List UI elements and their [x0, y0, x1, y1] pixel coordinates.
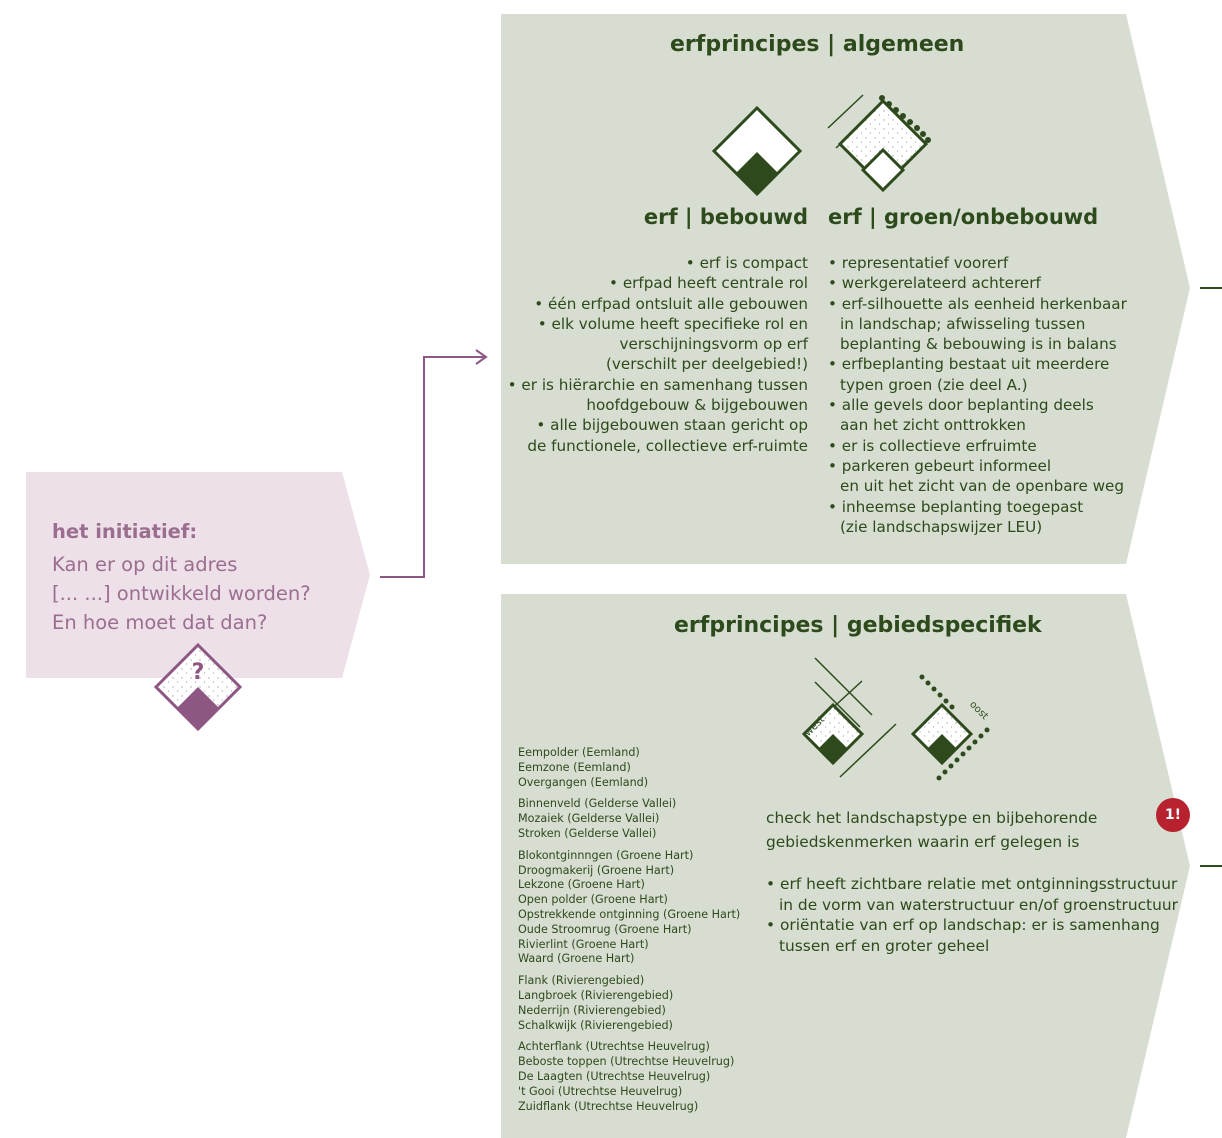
initiative-question: Kan er op dit adres [... ...] ontwikkeld … [52, 550, 311, 637]
check-instruction: check het landschapstype en bijbehorende… [766, 806, 1097, 854]
panel-specific-shape [501, 594, 1190, 1138]
bullet-line: verschijningsvorm op erf [619, 335, 808, 354]
landscape-type: Eemzone (Eemland) [518, 760, 631, 774]
bullet-item: • werkgerelateerd achtererf [828, 274, 1041, 293]
initiative-diamond-icon: ? [153, 642, 243, 732]
gebiedspecifiek-list: • erf heeft zichtbare relatie met ontgin… [766, 874, 1178, 956]
landscape-type: Lekzone (Groene Hart) [518, 878, 645, 892]
bullet-item: • representatief voorerf [828, 254, 1009, 272]
bullet-item: • erf heeft zichtbare relatie met ontgin… [766, 875, 1178, 914]
landscape-type: Stroken (Gelderse Vallei) [518, 826, 657, 840]
erf-bebouwd-icon [711, 105, 803, 197]
bullet-line: • er is hiërarchie en samenhang tussen [507, 375, 808, 394]
landscape-type: Zuidflank (Utrechtse Heuvelrug) [518, 1099, 699, 1113]
landscape-type: 't Gooi (Utrechtse Heuvelrug) [518, 1084, 683, 1098]
bullet-line: • alle bijgebouwen staan gericht op [536, 416, 808, 435]
landscape-type: Binnenveld (Gelderse Vallei) [518, 797, 677, 811]
panel-general-title: erfprincipes | algemeen [670, 32, 965, 57]
erf-groen-list: • representatief voorerf • werkgerelateer… [828, 253, 1127, 537]
landscape-type: Flank (Rivierengebied) [518, 974, 645, 988]
landscape-type: Langbroek (Rivierengebied) [518, 988, 674, 1002]
landscape-type: Droogmakerij (Groene Hart) [518, 863, 675, 877]
oost-orientation-icon: oost [910, 674, 990, 781]
bullet-item: • inheemse beplanting toegepast (zie lan… [828, 497, 1084, 536]
landscape-type: Mozaiek (Gelderse Vallei) [518, 812, 660, 826]
landscape-type: Schalkwijk (Rivierengebied) [518, 1018, 673, 1032]
landscape-type: Overgangen (Eemland) [518, 775, 649, 789]
bullet-line: de functionele, collectieve erf-ruimte [527, 436, 808, 455]
landscape-group: Achterflank (Utrechtse Heuvelrug)Beboste… [518, 1040, 740, 1114]
landscape-group: Blokontginnngen (Groene Hart)Droogmakeri… [518, 849, 740, 967]
landscape-type: Achterflank (Utrechtse Heuvelrug) [518, 1040, 710, 1054]
bullet-item: • erfbeplanting bestaat uit meerdere typ… [828, 355, 1110, 394]
bullet-item: • er is collectieve erfruimte [828, 436, 1037, 455]
check-line: check het landschapstype en bijbehorende [766, 809, 1098, 827]
bullet-line: • erf is compact [685, 254, 808, 272]
attention-badge: 1! [1156, 798, 1190, 832]
bullet-line: (verschilt per deelgebied!) [605, 355, 808, 374]
bullet-line: • erfpad heeft centrale rol [609, 274, 808, 293]
erf-groen-title: erf | groen/onbebouwd [828, 205, 1099, 229]
question-line: En hoe moet dat dan? [52, 611, 268, 634]
landscape-group: Binnenveld (Gelderse Vallei)Mozaiek (Gel… [518, 797, 740, 841]
panel-general-shape [501, 14, 1190, 564]
bullet-line: hoofdgebouw & bijgebouwen [586, 396, 808, 415]
bullet-line: • elk volume heeft specifieke rol en [537, 314, 808, 333]
erf-bebouwd-title: erf | bebouwd [643, 205, 808, 229]
erf-groen-icon [827, 94, 931, 193]
question-line: [... ...] ontwikkeld worden? [52, 582, 311, 605]
landscape-type: Open polder (Groene Hart) [518, 893, 668, 907]
initiative-box [26, 472, 370, 678]
bullet-item: • alle gevels door beplanting deels aan … [828, 396, 1094, 435]
landscape-type: Eempolder (Eemland) [518, 746, 640, 759]
check-line: gebiedskenmerken waarin erf gelegen is [766, 833, 1080, 851]
landscape-type: Nederrijn (Rivierengebied) [518, 1003, 666, 1017]
landscape-type: Blokontginnngen (Groene Hart) [518, 848, 694, 862]
connector-arrow-head [475, 349, 488, 365]
west-orientation-icon: west [801, 657, 897, 778]
panel-specific-title: erfprincipes | gebiedspecifiek [674, 613, 1042, 638]
landscape-type: Beboste toppen (Utrechtse Heuvelrug) [518, 1055, 735, 1069]
bullet-line: • één erfpad ontsluit alle gebouwen [534, 294, 808, 313]
landscape-type-list: Eempolder (Eemland)Eemzone (Eemland)Over… [518, 746, 740, 1121]
landscape-group: Flank (Rivierengebied)Langbroek (Riviere… [518, 974, 740, 1033]
landscape-type: Waard (Groene Hart) [518, 952, 635, 966]
bullet-item: • parkeren gebeurt informeel en uit het … [828, 456, 1125, 496]
landscape-type: De Laagten (Utrechtse Heuvelrug) [518, 1069, 711, 1083]
landscape-type: Oude Stroomrug (Groene Hart) [518, 922, 692, 936]
bullet-item: • oriëntatie van erf op landschap: er is… [766, 916, 1160, 955]
landscape-type: Rivierlint (Groene Hart) [518, 937, 649, 951]
bullet-item: • erf-silhouette als eenheid herkenbaar … [828, 294, 1127, 354]
landscape-group: Eempolder (Eemland)Eemzone (Eemland)Over… [518, 746, 740, 790]
erf-bebouwd-list: • erf is compact • erfpad heeft centrale … [508, 253, 808, 456]
question-mark: ? [192, 660, 205, 685]
connector-arrow [380, 356, 484, 578]
landscape-type: Opstrekkende ontginning (Groene Hart) [518, 907, 741, 921]
question-line: Kan er op dit adres [52, 553, 238, 576]
initiative-title: het initiatief: [52, 520, 198, 543]
